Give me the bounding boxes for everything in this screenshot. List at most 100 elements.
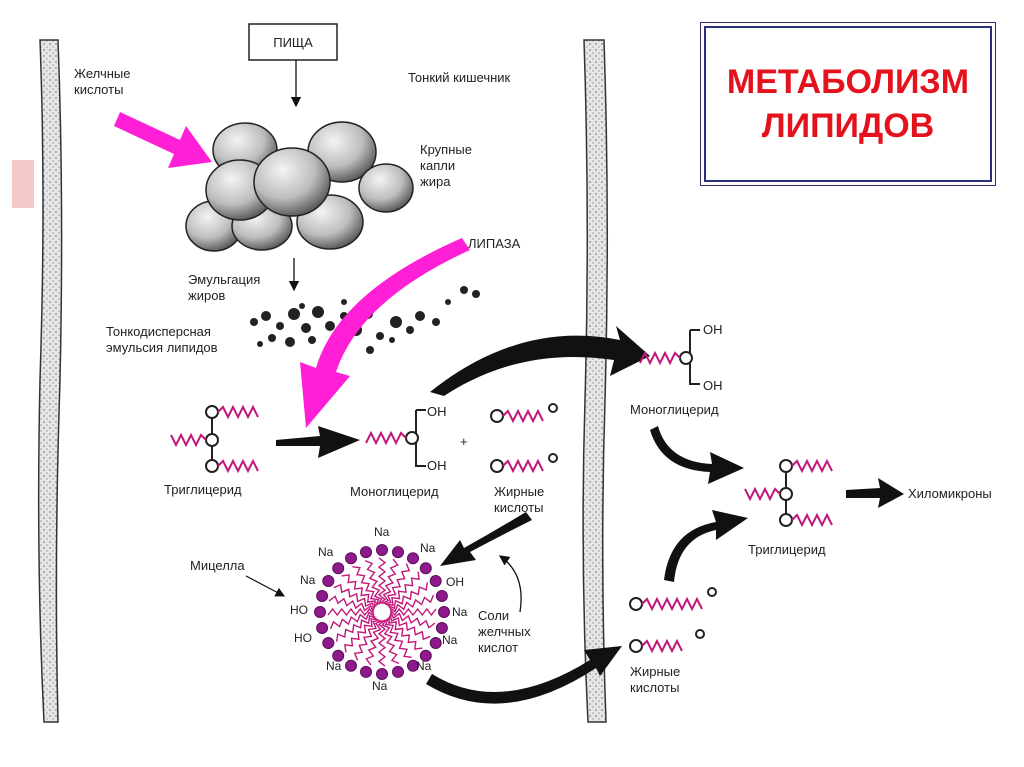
- slide-title: МЕТАБОЛИЗМ ЛИПИДОВ: [727, 60, 969, 148]
- absorption-arrow-top: [430, 326, 650, 396]
- title-box: МЕТАБОЛИЗМ ЛИПИДОВ: [700, 22, 996, 186]
- oh-label-4: OH: [703, 378, 723, 393]
- micelle-head-bead: [376, 544, 388, 556]
- micelle-chain: [344, 617, 379, 653]
- intestine-wall-right: [582, 39, 609, 723]
- micelle-chain: [336, 614, 377, 642]
- monoglyceride-label-middle: Моноглицерид: [350, 484, 439, 499]
- bile-acids-label-2: кислоты: [74, 82, 123, 97]
- fatty-acids-right: [629, 587, 717, 654]
- fat-drops-label-3: жира: [420, 174, 451, 189]
- hydrolysis-arrow: [276, 426, 360, 458]
- title-line-2: ЛИПИДОВ: [761, 107, 935, 145]
- to-micelle-arrow: [440, 512, 532, 566]
- absorption-arrow-bottom: [426, 646, 622, 704]
- bile-salts-label-1: Соли: [478, 608, 509, 623]
- bile-salts-pointer: [498, 555, 522, 613]
- micelle-head-bead: [345, 659, 357, 672]
- bile-salts-label-3: кислот: [478, 640, 518, 655]
- oh-micelle-label: OH: [446, 575, 464, 589]
- title-line-1: МЕТАБОЛИЗМ: [726, 63, 970, 101]
- food-box: ПИЩА: [248, 23, 338, 108]
- oh-label-1: OH: [427, 404, 447, 419]
- micelle-chain: [385, 571, 420, 607]
- micelle-chain: [364, 559, 383, 606]
- lipase-arrow: [300, 238, 470, 428]
- food-label: ПИЩА: [273, 35, 313, 50]
- na-label: Na: [318, 545, 334, 559]
- micelle-head-bead: [360, 665, 372, 678]
- na-label: Na: [452, 605, 468, 619]
- micelle-head-bead: [407, 659, 419, 672]
- micelle-head-bead: [429, 637, 442, 649]
- micelle-head-bead: [376, 668, 388, 680]
- micelle-labels: Na Na Na Na OH HO Na HO Na Na Na Na: [290, 525, 468, 693]
- plus-sign: +: [460, 434, 468, 449]
- monoglyceride-middle: OH OH: [365, 404, 447, 473]
- micelle-head-bead: [419, 649, 432, 662]
- na-label: Na: [442, 633, 458, 647]
- micelle-chain: [352, 566, 380, 607]
- micelle-head-bead: [332, 562, 345, 575]
- lipase-label: ЛИПАЗА: [468, 236, 521, 251]
- bile-salts-label-2: желчных: [478, 624, 531, 639]
- micelle-chain: [389, 607, 437, 617]
- na-label: Na: [326, 659, 342, 673]
- micelle-head-bead: [438, 606, 450, 618]
- micelle-chain: [327, 607, 375, 617]
- emulsification-label-2: жиров: [188, 288, 225, 303]
- micelle-head-bead: [419, 562, 432, 575]
- micelle-head-bead: [332, 649, 345, 662]
- fatty-acids-label-middle-1: Жирные: [494, 484, 544, 499]
- micelle-chain: [389, 613, 431, 641]
- resynthesis-arrow-top: [650, 426, 744, 484]
- monoglyceride-label-right: Моноглицерид: [630, 402, 719, 417]
- na-label: Na: [300, 573, 316, 587]
- chylomicron-arrow: [846, 478, 904, 508]
- chylomicrons-label: Хиломикроны: [908, 486, 992, 501]
- micelle-head-bead: [392, 546, 404, 559]
- micelle-chain: [380, 558, 399, 605]
- micelle-head-bead: [314, 606, 326, 618]
- oh-label-2: OH: [427, 458, 447, 473]
- micelle-chain: [387, 582, 428, 610]
- emulsification-label-1: Эмульгация: [188, 272, 260, 287]
- micelle: [314, 544, 450, 680]
- na-label: Na: [372, 679, 388, 693]
- bile-acids-arrow: [114, 112, 212, 168]
- micelle-chain: [377, 557, 387, 605]
- micelle-head-bead: [407, 552, 419, 565]
- micelle-chain: [341, 574, 377, 609]
- bile-acids-label-1: Желчные: [74, 66, 130, 81]
- triglyceride-label-right: Триглицерид: [748, 542, 826, 557]
- micelle-head-bead: [322, 575, 335, 587]
- micelle-pointer: [245, 575, 286, 597]
- fat-drops-label-1: Крупные: [420, 142, 472, 157]
- micelle-chain: [377, 619, 387, 667]
- triglyceride-left: [170, 404, 259, 474]
- micelle-chain: [384, 617, 412, 658]
- fat-drops-label-2: капли: [420, 158, 455, 173]
- micelle-head-bead: [345, 552, 357, 565]
- triglyceride-label-left: Триглицерид: [164, 482, 242, 497]
- micelle-chain: [328, 595, 375, 614]
- micelle-chain: [389, 610, 436, 629]
- fine-emulsion-label-1: Тонкодисперсная: [106, 324, 211, 339]
- fine-emulsion-label-2: эмульсия липидов: [106, 340, 218, 355]
- micelle-chain: [329, 611, 376, 630]
- triglyceride-right: [744, 458, 833, 528]
- ho-label: HO: [294, 631, 312, 645]
- fatty-acids-label-right-2: кислоты: [630, 680, 679, 695]
- na-label: Na: [420, 541, 436, 555]
- micelle-head-bead: [435, 590, 448, 602]
- micelle-head-bead: [316, 622, 329, 634]
- oh-label-3: OH: [703, 322, 723, 337]
- micelle-head-bead: [435, 622, 448, 634]
- fatty-acids-middle: [490, 403, 558, 474]
- na-label: Na: [374, 525, 390, 539]
- micelle-chain: [383, 563, 411, 605]
- micelle-head-bead: [360, 546, 372, 559]
- fat-drops-cluster: [185, 121, 414, 252]
- na-label: Na: [416, 659, 432, 673]
